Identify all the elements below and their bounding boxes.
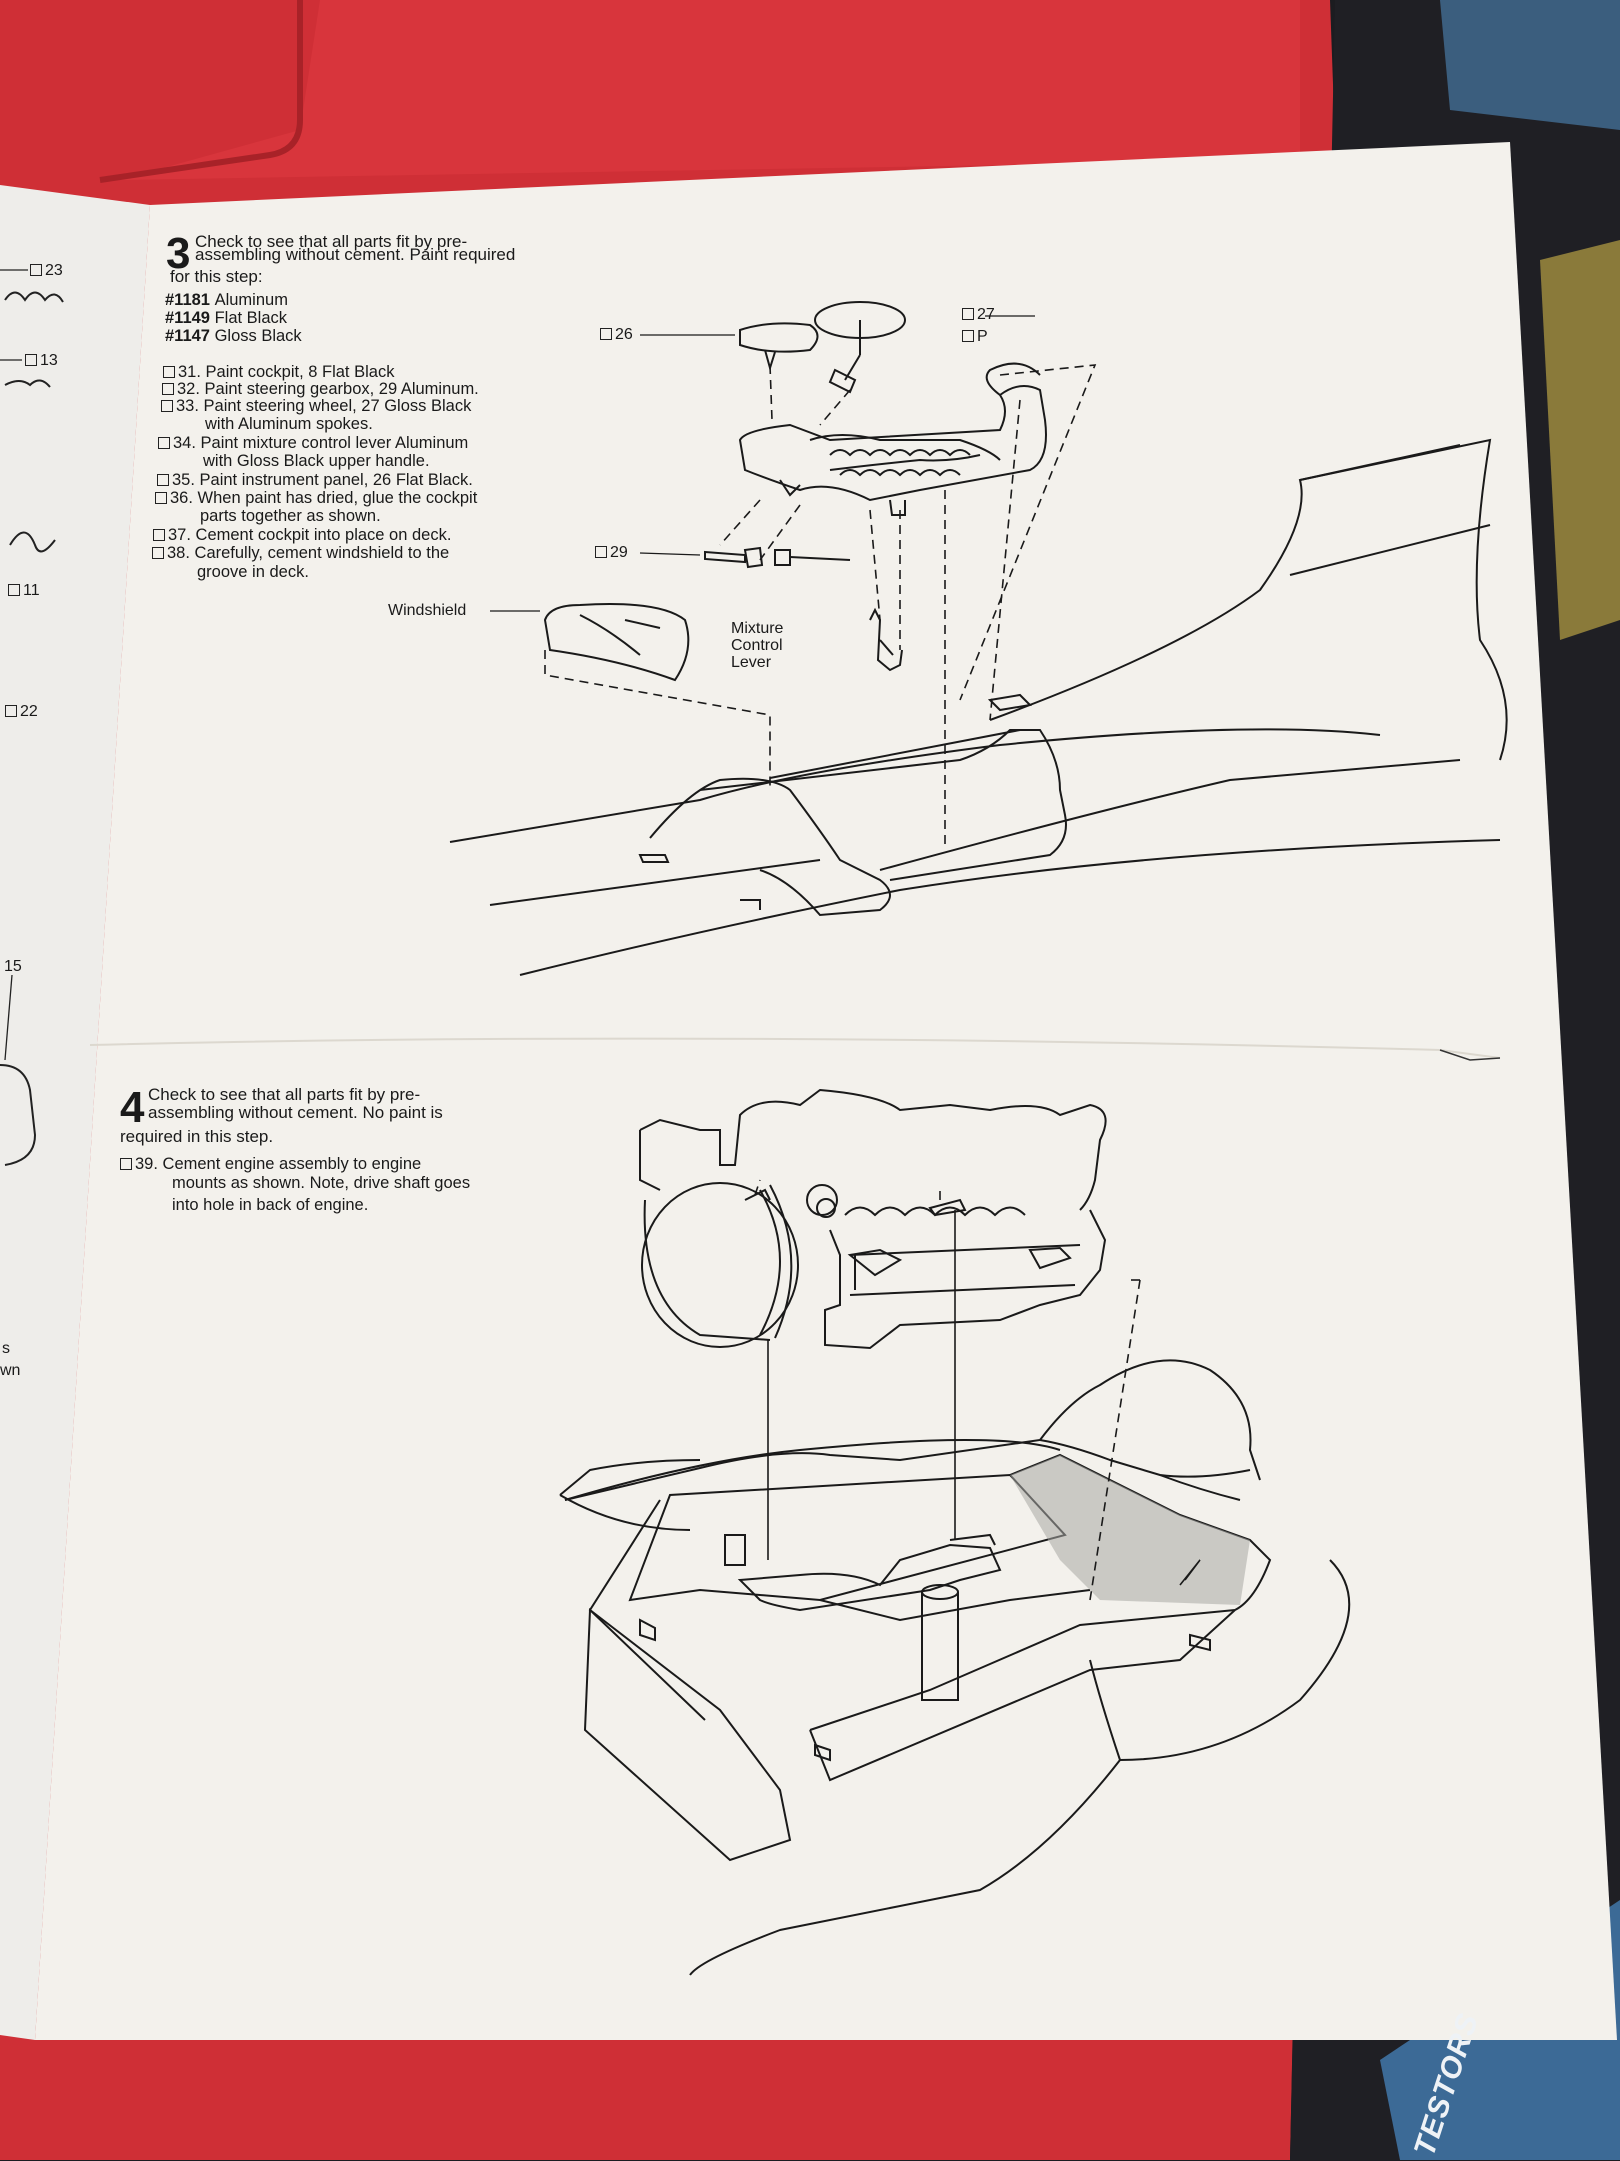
checkbox-icon bbox=[30, 264, 42, 276]
instruction-39: 39. Cement engine assembly to engine bbox=[120, 1155, 421, 1174]
step3-leaders bbox=[490, 315, 1035, 612]
step3-guide-lines bbox=[544, 364, 1097, 850]
left-part-drawing bbox=[0, 1064, 37, 1166]
left-label-15: 15 bbox=[4, 958, 22, 975]
windshield-label: Windshield bbox=[388, 602, 467, 619]
step3-number: 3 bbox=[166, 229, 191, 278]
red-tray-inner bbox=[120, 0, 1300, 180]
chassis bbox=[564, 1359, 1272, 1862]
yellow-package bbox=[1540, 240, 1620, 640]
mixture-label-2: Control bbox=[731, 637, 783, 654]
step3-intro-2: assembling without cement. Paint require… bbox=[195, 245, 516, 264]
tray-edge bbox=[99, 0, 303, 183]
instruction-36: 36. When paint has dried, glue the cockp… bbox=[155, 489, 477, 508]
checkbox-icon bbox=[25, 354, 37, 366]
checkbox-icon bbox=[8, 584, 20, 596]
checkbox-icon bbox=[120, 1158, 132, 1170]
handwriting-2 bbox=[4, 379, 51, 388]
step3-diagram bbox=[449, 438, 1508, 976]
instruction-39-line2: mounts as shown. Note, drive shaft goes bbox=[172, 1174, 471, 1192]
checkbox-icon bbox=[962, 308, 974, 320]
left-label-wn: wn bbox=[0, 1362, 21, 1379]
left-label-22: 22 bbox=[5, 703, 38, 721]
chassis-shading bbox=[1010, 1455, 1250, 1605]
instruction-32: 32. Paint steering gearbox, 29 Aluminum. bbox=[162, 380, 479, 399]
checkbox-icon bbox=[962, 330, 974, 342]
instruction-35: 35. Paint instrument panel, 26 Flat Blac… bbox=[157, 471, 473, 490]
instruction-33: 33. Paint steering wheel, 27 Gloss Black bbox=[161, 397, 471, 416]
part-label-27: 27 bbox=[962, 306, 995, 323]
paint-1149: #1149 Flat Black bbox=[165, 309, 288, 327]
left-line-3 bbox=[4, 974, 13, 1061]
checkbox-icon bbox=[153, 529, 165, 541]
instruction-36-line2: parts together as shown. bbox=[200, 507, 381, 525]
step3-intro-1: Check to see that all parts fit by pre- bbox=[195, 232, 468, 251]
chassis-outer bbox=[559, 1459, 701, 1531]
step4-intro-3: required in this step. bbox=[120, 1127, 274, 1146]
part-label-29: 29 bbox=[595, 544, 628, 561]
checkbox-icon bbox=[5, 705, 17, 717]
instruction-37: 37. Cement cockpit into place on deck. bbox=[153, 526, 451, 545]
paint-1181: #1181 Aluminum bbox=[165, 291, 288, 309]
checkbox-icon bbox=[600, 328, 612, 340]
step4-number: 4 bbox=[120, 1083, 145, 1132]
part-label-p: P bbox=[962, 328, 988, 345]
handwriting-3 bbox=[9, 531, 56, 553]
instruction-31: 31. Paint cockpit, 8 Flat Black bbox=[163, 363, 394, 382]
hull-lines bbox=[564, 1439, 1351, 1976]
step4-guide-lines bbox=[754, 1179, 1201, 1601]
page-tear bbox=[1439, 1049, 1501, 1061]
mixture-label-3: Lever bbox=[731, 654, 772, 671]
checkbox-icon bbox=[152, 547, 164, 559]
checkbox-icon bbox=[161, 400, 173, 412]
part-label-26: 26 bbox=[600, 326, 633, 343]
step3-intro-3: for this step: bbox=[170, 267, 263, 286]
checkbox-icon bbox=[162, 383, 174, 395]
step4-intro-1: Check to see that all parts fit by pre- bbox=[148, 1085, 421, 1104]
instruction-34: 34. Paint mixture control lever Aluminum bbox=[158, 434, 468, 453]
left-label-11: 11 bbox=[8, 582, 40, 600]
instruction-39-line3: into hole in back of engine. bbox=[172, 1196, 369, 1214]
instruction-33-line2: with Aluminum spokes. bbox=[205, 415, 373, 433]
handwriting-1 bbox=[4, 291, 64, 303]
checkbox-icon bbox=[155, 492, 167, 504]
checkbox-icon bbox=[163, 366, 175, 378]
checkbox-icon bbox=[158, 437, 170, 449]
engine bbox=[639, 1088, 1107, 1350]
checkbox-icon bbox=[595, 546, 607, 558]
left-label-23: 23 bbox=[30, 262, 63, 280]
left-page bbox=[0, 185, 150, 2040]
step4-intro-2: assembling without cement. No paint is bbox=[148, 1103, 443, 1122]
cockpit-parts bbox=[543, 301, 1047, 682]
left-label-13: 13 bbox=[25, 352, 58, 370]
instruction-38: 38. Carefully, cement windshield to the bbox=[152, 544, 449, 563]
left-label-s: s bbox=[2, 1340, 10, 1357]
blue-box bbox=[1440, 0, 1620, 130]
checkbox-icon bbox=[157, 474, 169, 486]
paint-1147: #1147 Gloss Black bbox=[165, 327, 302, 345]
fold-line bbox=[89, 1037, 1501, 1059]
instruction-34-line2: with Gloss Black upper handle. bbox=[203, 452, 430, 470]
instruction-38-line2: groove in deck. bbox=[197, 563, 309, 581]
mixture-label-1: Mixture bbox=[731, 620, 784, 637]
